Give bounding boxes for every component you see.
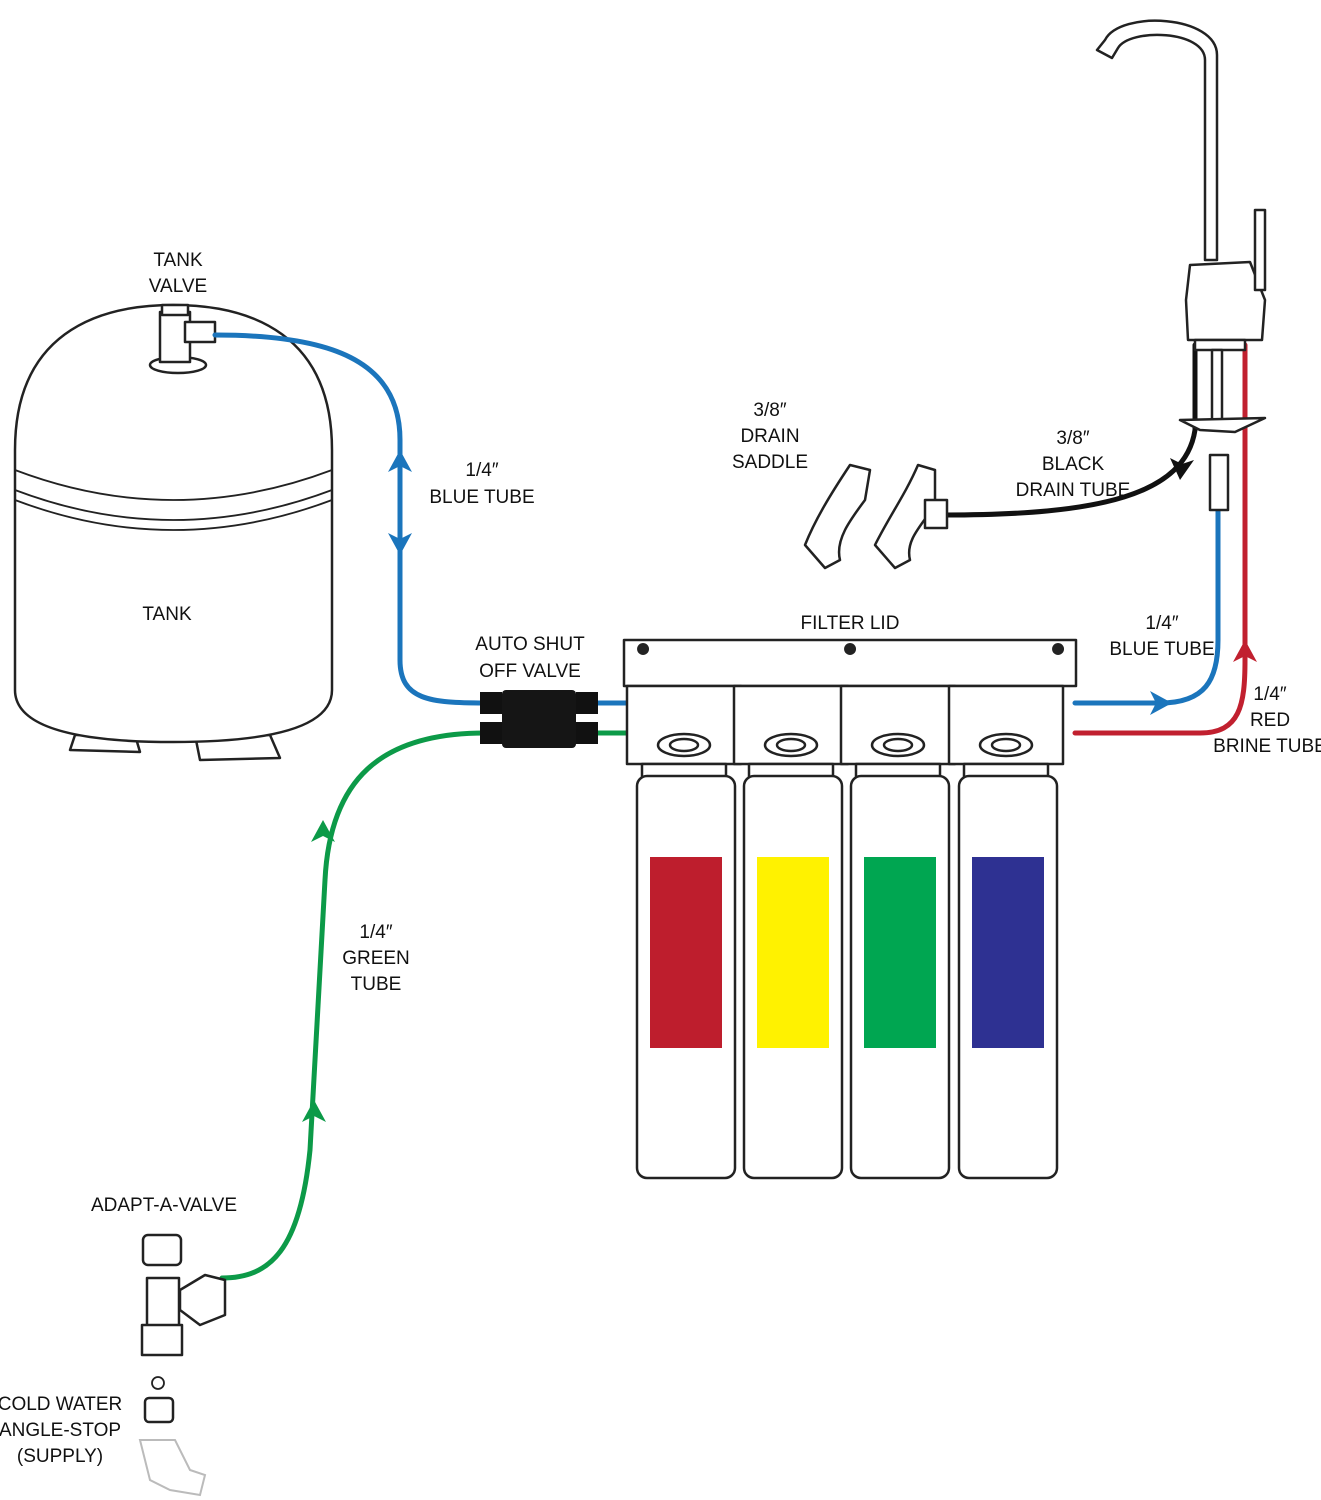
label-blue-tube-right: 1/4″BLUE TUBE xyxy=(1109,613,1214,660)
faucet xyxy=(1095,19,1267,512)
label-filter-lid: FILTER LID xyxy=(801,613,900,634)
adapt-a-valve xyxy=(138,1233,227,1497)
green-tube-supply xyxy=(219,730,488,1281)
blue-tube-tank xyxy=(212,332,488,706)
filter-color-label xyxy=(650,857,722,1048)
filter-stage-4 xyxy=(947,684,1065,1180)
filter-color-label xyxy=(757,857,829,1048)
filter-color-label xyxy=(864,857,936,1048)
filter-housings xyxy=(625,684,1065,1180)
blue-tube-faucet xyxy=(1072,502,1221,706)
filter-stage-2 xyxy=(732,684,850,1180)
drain-saddle xyxy=(803,463,949,570)
filter-stage-3 xyxy=(839,684,957,1180)
black-drain-tube xyxy=(942,342,1198,518)
label-blue-tube-left: 1/4″BLUE TUBE xyxy=(429,460,534,508)
filter-lid xyxy=(622,638,1078,688)
red-brine-tube xyxy=(1072,342,1248,736)
label-adapt-a-valve: ADAPT-A-VALVE xyxy=(91,1195,237,1216)
filter-stage-1 xyxy=(625,684,743,1180)
auto-shut-off-valve xyxy=(480,690,598,748)
flow-arrows xyxy=(302,450,1257,1122)
label-tank: TANK xyxy=(142,604,192,625)
storage-tank xyxy=(13,303,334,762)
filter-color-label xyxy=(972,857,1044,1048)
